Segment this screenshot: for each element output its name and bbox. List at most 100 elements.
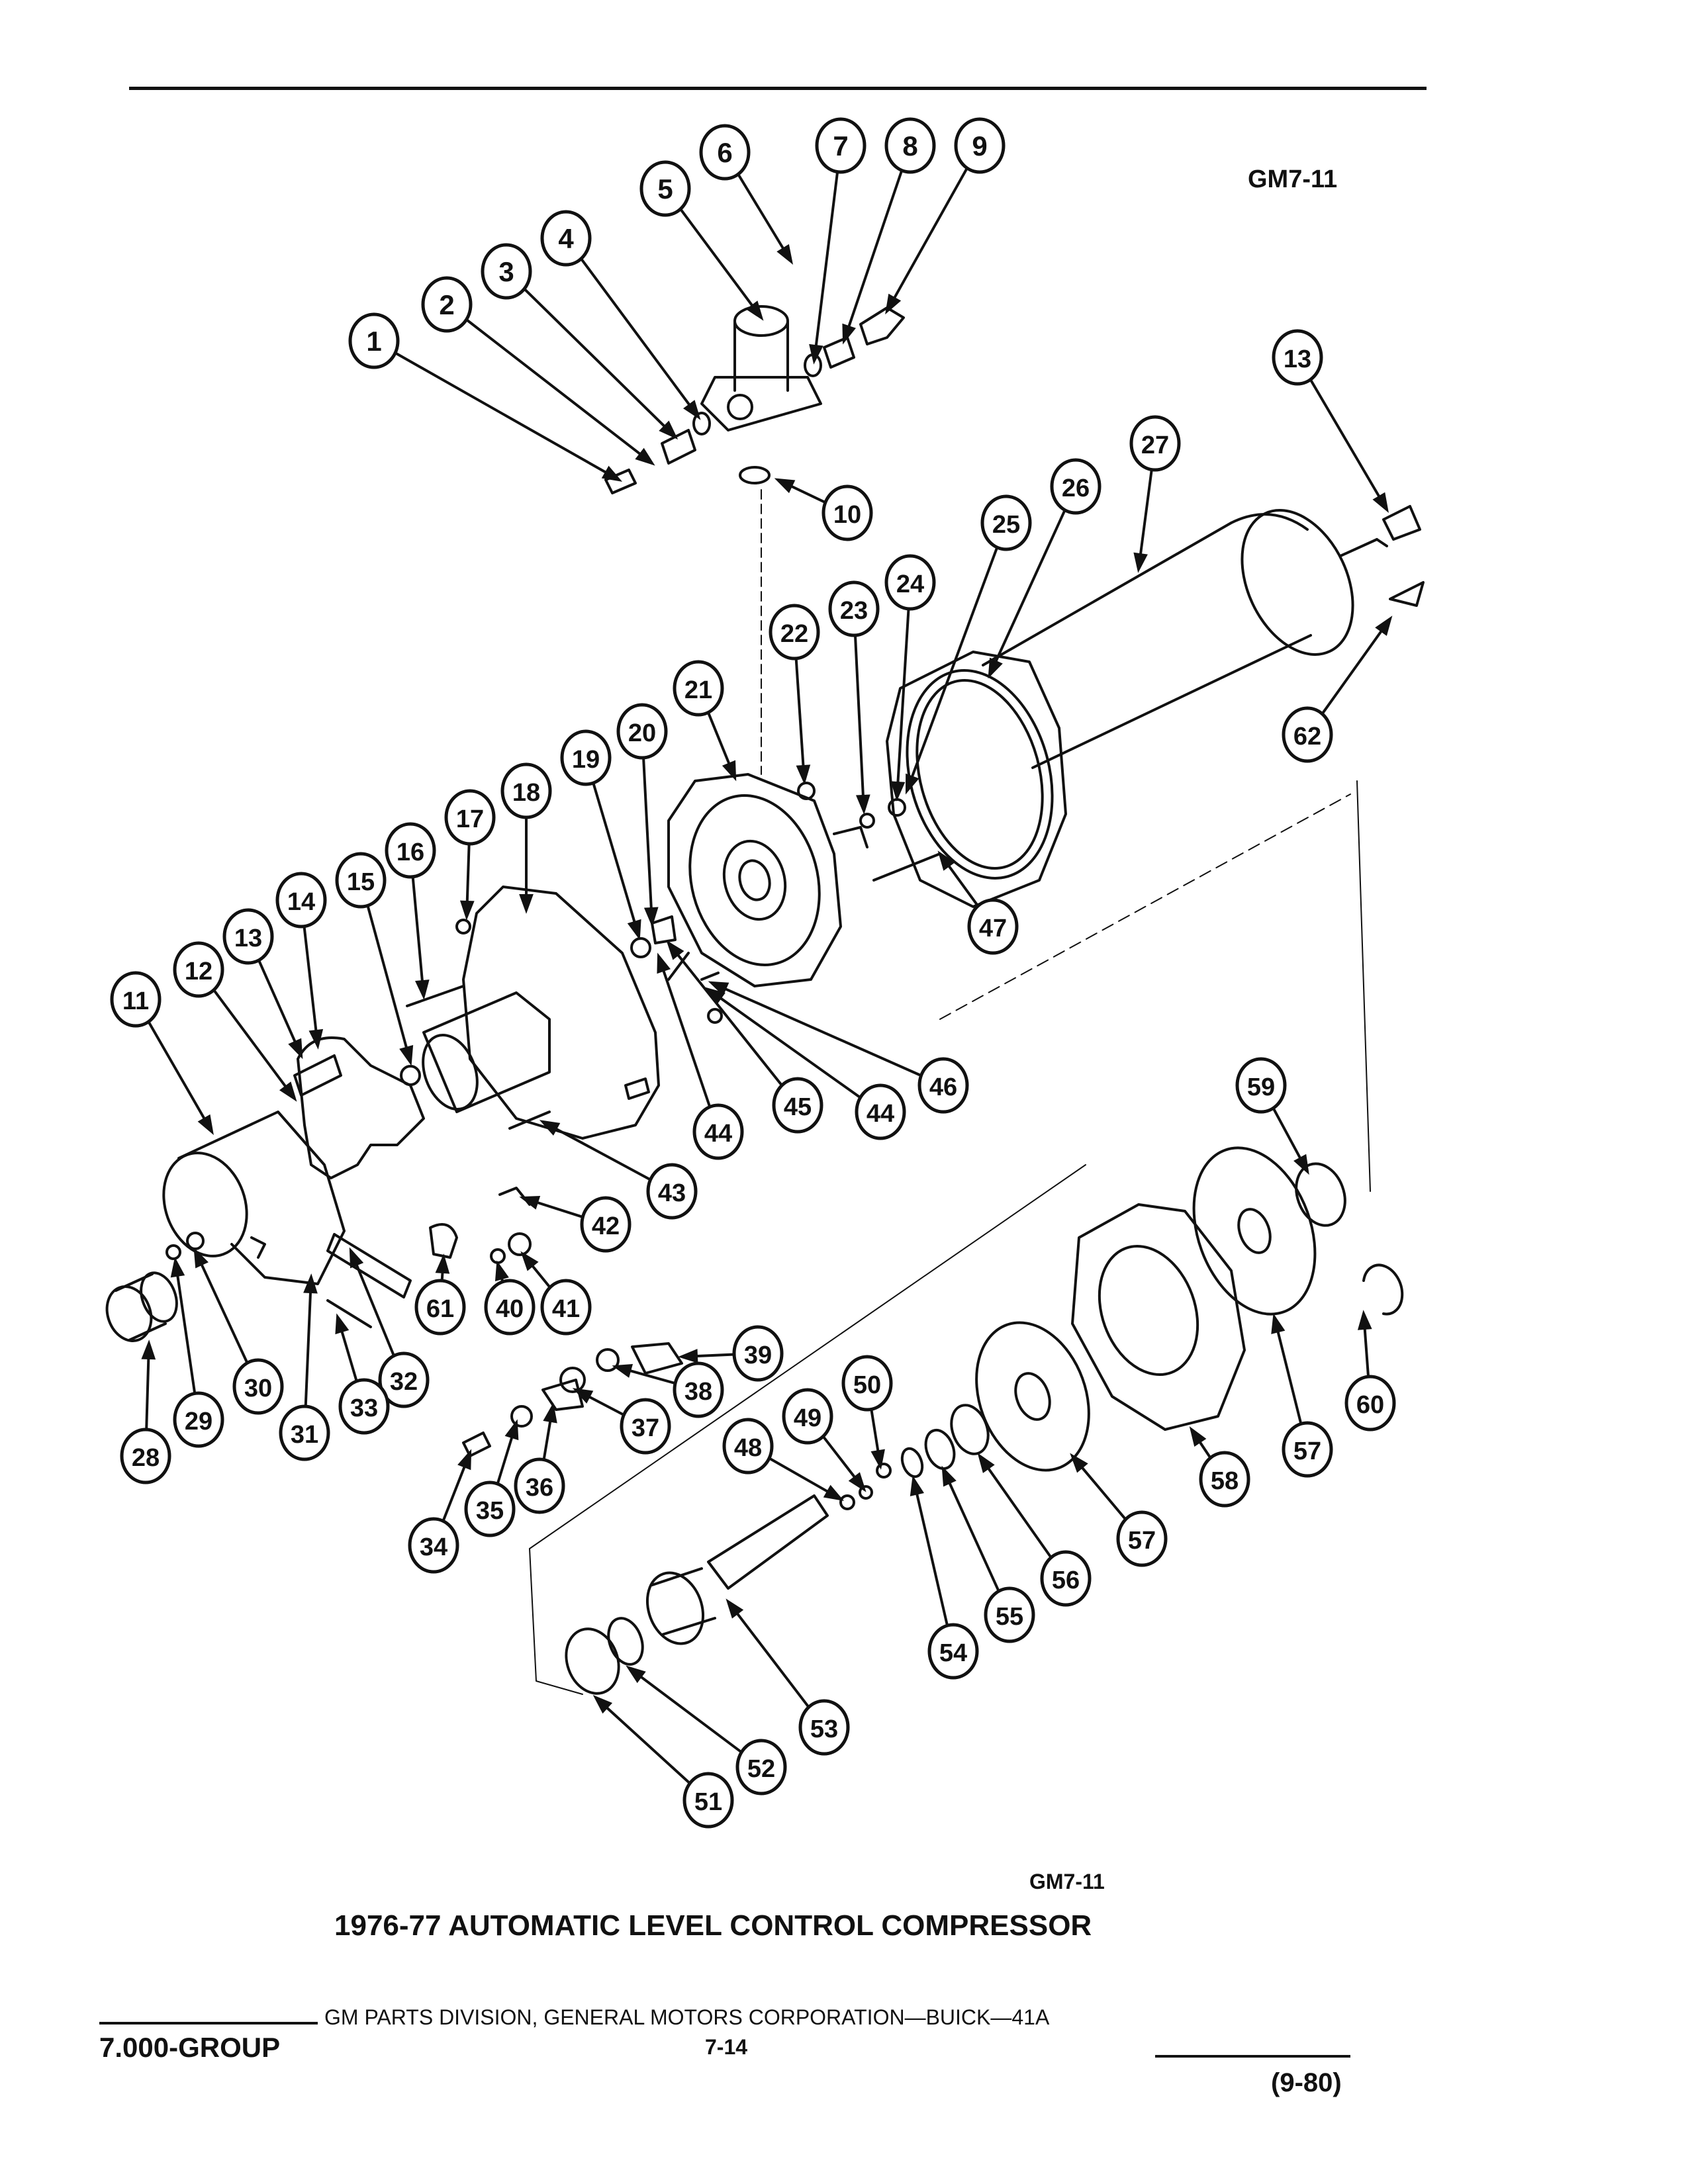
- leader-line-37: [586, 1394, 624, 1416]
- callout-label-57b: 57: [1293, 1437, 1321, 1465]
- callout-circle-48: [722, 1418, 774, 1475]
- leader-arrow-1: [601, 465, 623, 482]
- callout-label-1: 1: [366, 326, 381, 357]
- leader-arrow-54: [910, 1475, 924, 1496]
- leader-arrow-57b: [1271, 1313, 1286, 1334]
- washer-30: [186, 1232, 205, 1250]
- callout-label-12: 12: [185, 958, 212, 985]
- callout-label-6: 6: [717, 137, 732, 168]
- leader-line-12: [212, 989, 289, 1090]
- leader-arrow-42: [519, 1195, 541, 1210]
- fitting-left-2: [661, 429, 696, 465]
- callout-circle-13a: [222, 908, 274, 965]
- leader-line-6: [736, 173, 786, 252]
- callout-26: 26: [1050, 458, 1102, 515]
- callout-label-2: 2: [439, 289, 454, 320]
- callout-circle-44b: [855, 1083, 906, 1140]
- leader-line-48: [769, 1457, 831, 1494]
- callout-label-44b: 44: [867, 1100, 894, 1128]
- callout-44b: 44: [855, 1083, 906, 1140]
- leader-line-5: [679, 208, 755, 309]
- washer-38: [596, 1348, 620, 1372]
- leader-arrow-40: [494, 1260, 509, 1282]
- callout-circle-42: [580, 1196, 632, 1253]
- callout-circle-14: [275, 872, 327, 929]
- leader-line-8: [846, 169, 904, 330]
- assembly-line-left: [529, 1164, 1086, 1549]
- callout-circle-15: [335, 852, 387, 909]
- callout-label-47: 47: [979, 915, 1007, 942]
- leader-arrow-29: [170, 1257, 185, 1278]
- part-40: [490, 1248, 506, 1264]
- callout-circle-38: [673, 1361, 724, 1418]
- leader-arrow-3: [659, 420, 679, 440]
- callout-1: 1: [348, 312, 400, 369]
- leader-line-21: [706, 711, 732, 768]
- callout-label-27: 27: [1141, 432, 1169, 459]
- callout-62: 62: [1282, 706, 1333, 763]
- leader-arrow-5: [745, 300, 764, 321]
- callout-13a: 13: [222, 908, 274, 965]
- leader-arrow-50: [870, 1449, 885, 1470]
- top-rule: [129, 87, 1427, 90]
- leader-arrow-52: [626, 1665, 646, 1684]
- grommet-15: [400, 1065, 421, 1086]
- washer-35: [510, 1405, 533, 1428]
- figure-caption: 1976-77 AUTOMATIC LEVEL CONTROL COMPRESS…: [334, 1909, 1092, 1942]
- callout-label-23: 23: [840, 597, 868, 625]
- callout-57b: 57: [1282, 1421, 1333, 1478]
- leader-arrow-35: [504, 1419, 519, 1441]
- leader-line-39: [693, 1353, 733, 1358]
- leader-arrow-25: [905, 773, 919, 795]
- leader-line-54: [915, 1490, 949, 1627]
- callout-label-10: 10: [833, 501, 861, 529]
- callout-circle-62: [1282, 706, 1333, 763]
- ring-10: [739, 466, 771, 484]
- callout-4: 4: [540, 210, 592, 267]
- leader-arrow-62: [1375, 615, 1393, 636]
- callout-43: 43: [646, 1163, 698, 1220]
- ring-51: [565, 1627, 620, 1695]
- callout-50: 50: [841, 1355, 893, 1412]
- callout-label-54: 54: [939, 1639, 967, 1667]
- callout-53: 53: [798, 1699, 850, 1756]
- callout-circle-19: [560, 729, 612, 786]
- callout-label-61: 61: [426, 1295, 454, 1323]
- callout-circle-39: [732, 1325, 784, 1382]
- leader-arrow-43: [539, 1120, 561, 1136]
- callout-circle-61: [414, 1279, 466, 1336]
- callout-label-56: 56: [1052, 1567, 1080, 1594]
- leader-line-30: [199, 1261, 249, 1365]
- leader-line-24: [896, 607, 910, 786]
- callout-19: 19: [560, 729, 612, 786]
- callout-label-35: 35: [476, 1497, 504, 1525]
- leader-arrow-46: [708, 981, 729, 996]
- callout-label-5: 5: [657, 173, 673, 205]
- leader-line-23: [853, 633, 865, 799]
- part-20: [651, 915, 677, 944]
- callout-circle-33: [338, 1378, 390, 1435]
- callout-label-60: 60: [1356, 1391, 1384, 1419]
- leader-arrow-60: [1357, 1310, 1372, 1330]
- callout-circle-45: [772, 1077, 823, 1134]
- callout-label-40: 40: [496, 1295, 524, 1323]
- callout-label-57a: 57: [1128, 1527, 1156, 1555]
- callout-46: 46: [917, 1057, 969, 1114]
- leader-line-11: [147, 1020, 207, 1122]
- callout-label-42: 42: [592, 1212, 620, 1240]
- cover-plate: [422, 886, 660, 1140]
- assembly-line-left-2: [529, 1548, 583, 1695]
- callout-label-22: 22: [780, 620, 808, 648]
- callout-circle-44a: [692, 1103, 744, 1160]
- leader-line-51: [603, 1704, 691, 1784]
- leader-arrow-18: [519, 894, 534, 914]
- callout-13b: 13: [1272, 329, 1323, 386]
- leader-arrow-13b: [1372, 492, 1389, 514]
- callout-circle-9: [954, 117, 1006, 174]
- callout-label-4: 4: [558, 223, 574, 254]
- callout-35: 35: [464, 1480, 516, 1537]
- callout-10: 10: [821, 484, 873, 541]
- leader-arrow-2: [635, 447, 655, 466]
- leader-arrow-23: [855, 794, 870, 815]
- callout-8: 8: [884, 117, 936, 174]
